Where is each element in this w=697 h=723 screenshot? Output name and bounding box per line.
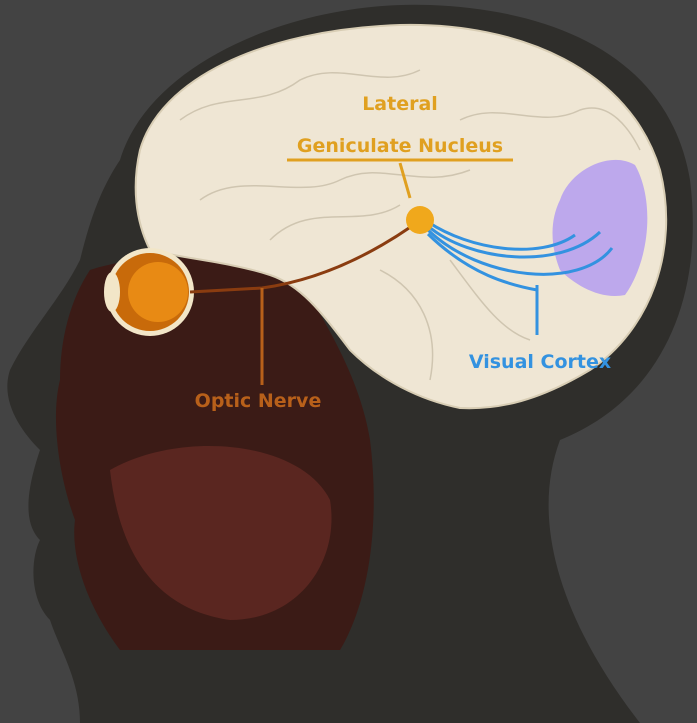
lgn-dot (406, 206, 434, 234)
brain (134, 23, 668, 410)
brain-folds (179, 69, 641, 381)
optic-nerve-path (189, 224, 413, 294)
optic-nerve-label: Optic Nerve (195, 390, 322, 412)
visual-cortex-region (552, 159, 648, 296)
optic-radiations (426, 220, 614, 292)
lgn-leader (398, 162, 412, 199)
visual-cortex-label: Visual Cortex (469, 351, 611, 373)
lgn-label-line1: Lateral (362, 93, 438, 115)
lgn-label-line2: Geniculate Nucleus (297, 135, 503, 157)
eye (104, 248, 194, 336)
tongue (110, 446, 332, 620)
